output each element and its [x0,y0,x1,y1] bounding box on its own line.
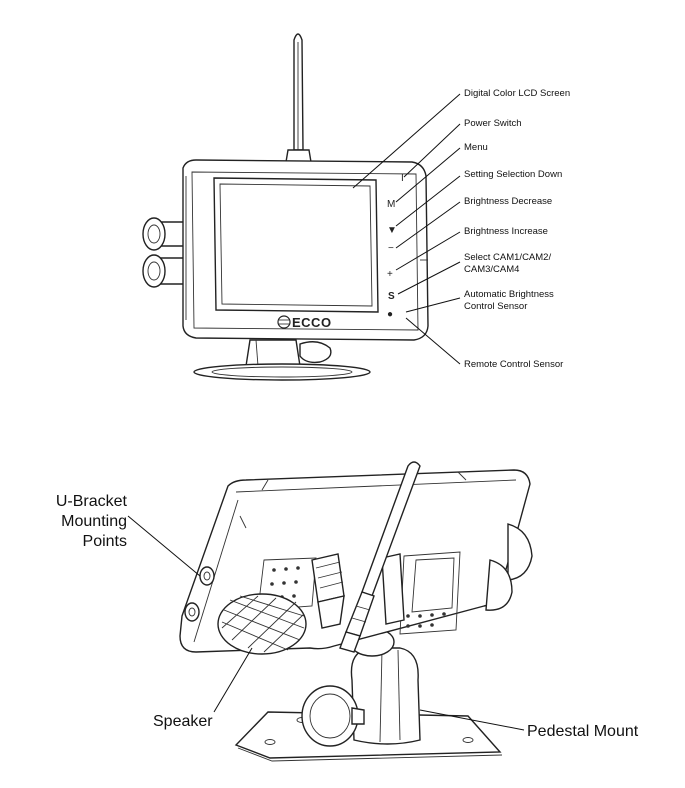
front-labels: Digital Color LCD Screen Power Switch Me… [464,88,570,370]
cable-connector [311,553,405,629]
brightness-decrease-button[interactable]: − [388,243,394,254]
down-button[interactable]: ▼ [387,225,397,236]
pedestal-knob [301,685,365,747]
label-brightness-decrease: Brightness Decrease [464,196,552,207]
rear-view: U-Bracket Mounting Points Speaker Pedest… [56,461,639,762]
label-auto-brightness-line1: Automatic Brightness [464,289,554,300]
label-select-cam-line1: Select CAM1/CAM2/ [464,252,551,263]
select-camera-button[interactable]: S [388,291,395,302]
front-mount-knobs [142,217,185,288]
auto-brightness-sensor: ● [387,309,393,320]
label-brightness-increase: Brightness Increase [464,226,548,237]
front-antenna [285,33,312,163]
label-menu: Menu [464,142,488,153]
label-remote-sensor: Remote Control Sensor [464,359,563,370]
rear-antenna [339,461,421,653]
pedestal-column [350,647,421,745]
front-leader-lines [352,93,461,365]
ecco-logo: ECCO [277,315,332,330]
brand-text: ECCO [292,315,332,330]
label-u-bracket-line3: Points [83,533,127,550]
menu-button[interactable]: M [387,199,395,210]
label-u-bracket-line1: U-Bracket [56,493,128,510]
lcd-screen [213,177,379,313]
label-speaker: Speaker [153,713,213,730]
brightness-increase-button[interactable]: + [387,269,393,280]
rear-labels: U-Bracket Mounting Points Speaker Pedest… [56,493,639,740]
power-button[interactable]: I [401,173,404,184]
label-pedestal-mount: Pedestal Mount [527,723,639,740]
speaker [217,593,307,655]
front-view: ECCO I M ▼ − + S ● [142,33,570,381]
front-stand [193,339,371,381]
u-bracket-mount-points [184,515,247,622]
rear-leader-lines [127,515,525,731]
label-lcd-screen: Digital Color LCD Screen [464,88,570,99]
label-auto-brightness-line2: Control Sensor [464,301,527,312]
front-buttons: I M ▼ − + S ● [387,173,404,320]
label-setting-down: Setting Selection Down [464,169,562,180]
label-power-switch: Power Switch [464,118,522,129]
label-u-bracket-line2: Mounting [61,513,127,530]
label-select-cam-line2: CAM3/CAM4 [464,264,519,275]
